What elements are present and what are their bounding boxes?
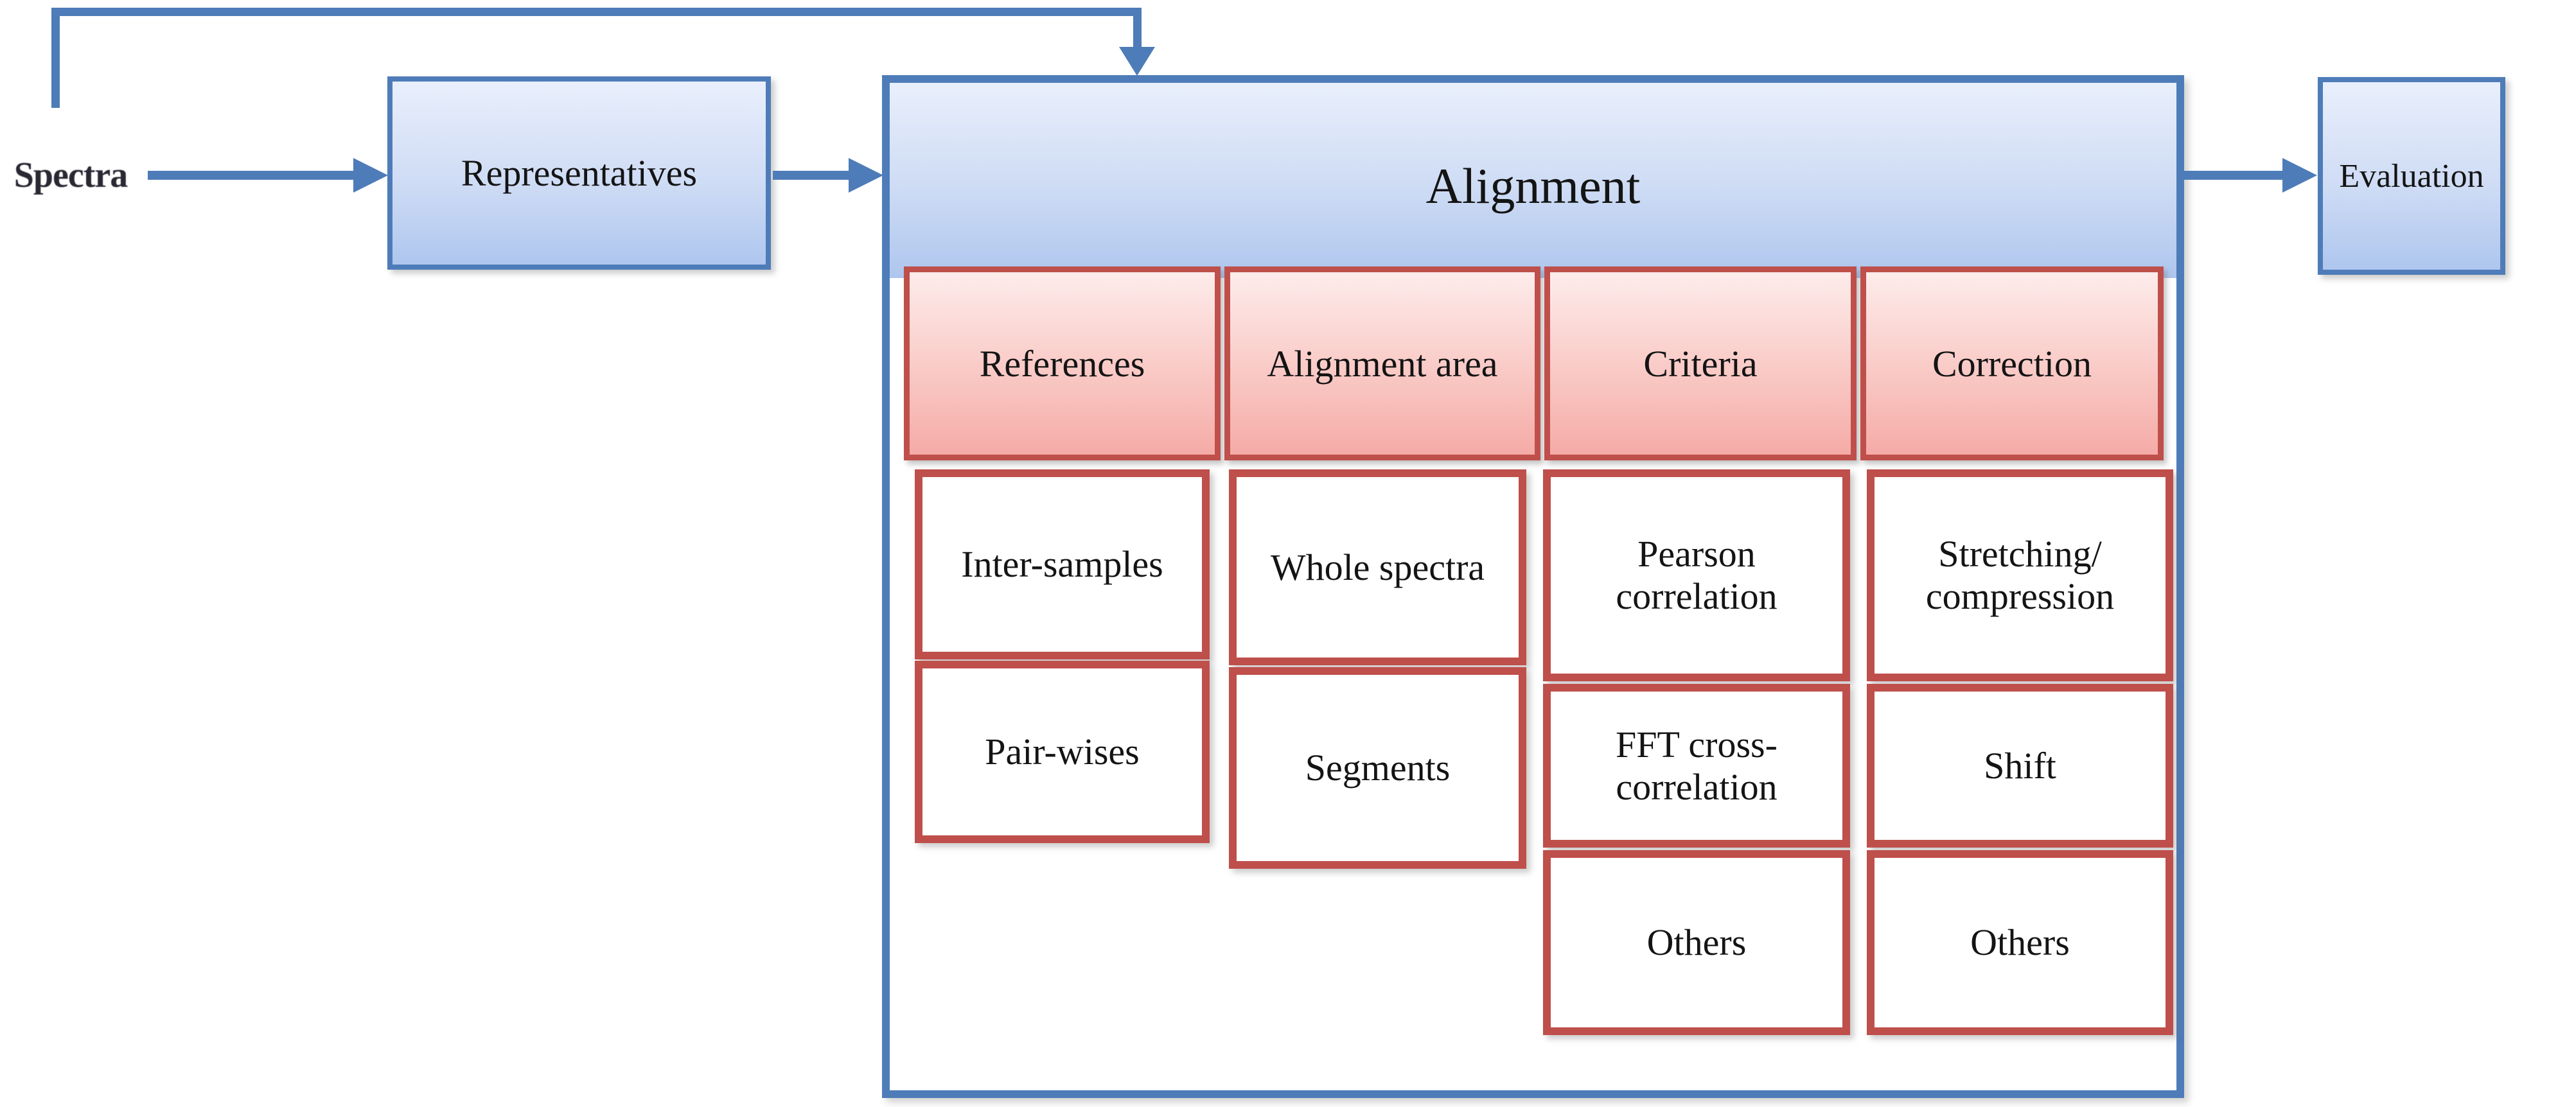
arrowhead-down-icon xyxy=(1119,47,1155,76)
alignment-title-band: Alignment xyxy=(890,83,2176,278)
header-box-correction: Correction xyxy=(1860,266,2164,460)
arrow-alignment-to-evaluation xyxy=(2184,171,2282,180)
header-box-references: References xyxy=(904,266,1221,460)
item-box-whole-spectra: Whole spectra xyxy=(1229,469,1526,665)
arrow-representatives-to-alignment xyxy=(773,171,849,180)
alignment-title: Alignment xyxy=(1425,158,1641,214)
item-box-fft-cross-correlation: FFT cross- correlation xyxy=(1543,684,1850,848)
item-box-pearson-correlation: Pearson correlation xyxy=(1543,469,1850,681)
feedback-line-horizontal-top xyxy=(51,8,1142,16)
item-box-segments: Segments xyxy=(1229,667,1526,869)
spectra-label: Spectra xyxy=(13,155,128,195)
feedback-line-vertical-right xyxy=(1133,16,1142,48)
evaluation-box: Evaluation xyxy=(2318,77,2505,275)
arrowhead-right-icon xyxy=(353,158,388,193)
item-box-inter-samples: Inter-samples xyxy=(915,469,1210,659)
arrow-spectra-to-representatives xyxy=(148,171,353,180)
item-box-criteria-others: Others xyxy=(1543,850,1850,1035)
item-box-correction-others: Others xyxy=(1867,850,2173,1035)
header-box-alignment-area: Alignment area xyxy=(1224,266,1540,460)
arrowhead-right-icon xyxy=(2282,158,2317,193)
item-box-shift: Shift xyxy=(1867,684,2173,848)
feedback-line-vertical-left xyxy=(51,8,60,108)
arrowhead-right-icon xyxy=(849,158,883,193)
item-box-stretching-compression: Stretching/ compression xyxy=(1867,469,2173,681)
header-box-criteria: Criteria xyxy=(1544,266,1857,460)
item-box-pair-wises: Pair-wises xyxy=(915,661,1210,843)
representatives-box: Representatives xyxy=(387,76,771,270)
